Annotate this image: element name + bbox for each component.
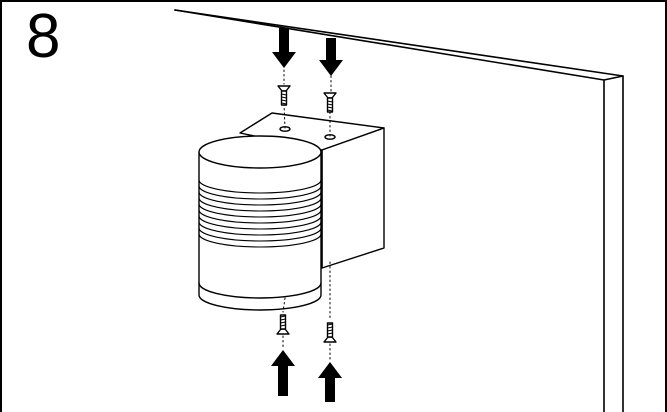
screw-icon bbox=[276, 314, 290, 335]
arrow-up-icon bbox=[271, 350, 295, 396]
screw-icon bbox=[277, 85, 291, 106]
step-number: 8 bbox=[26, 2, 61, 71]
arrow-up-icon bbox=[318, 362, 342, 402]
mounting-bracket-icon bbox=[239, 112, 385, 269]
arrow-down-icon bbox=[319, 38, 343, 76]
screw-icon bbox=[323, 322, 337, 343]
arrow-down-icon bbox=[272, 28, 296, 68]
screw-icon bbox=[323, 92, 337, 113]
lamp-body-icon bbox=[198, 135, 322, 311]
alignment-guides bbox=[282, 69, 332, 361]
wall-panel-icon bbox=[174, 9, 624, 412]
